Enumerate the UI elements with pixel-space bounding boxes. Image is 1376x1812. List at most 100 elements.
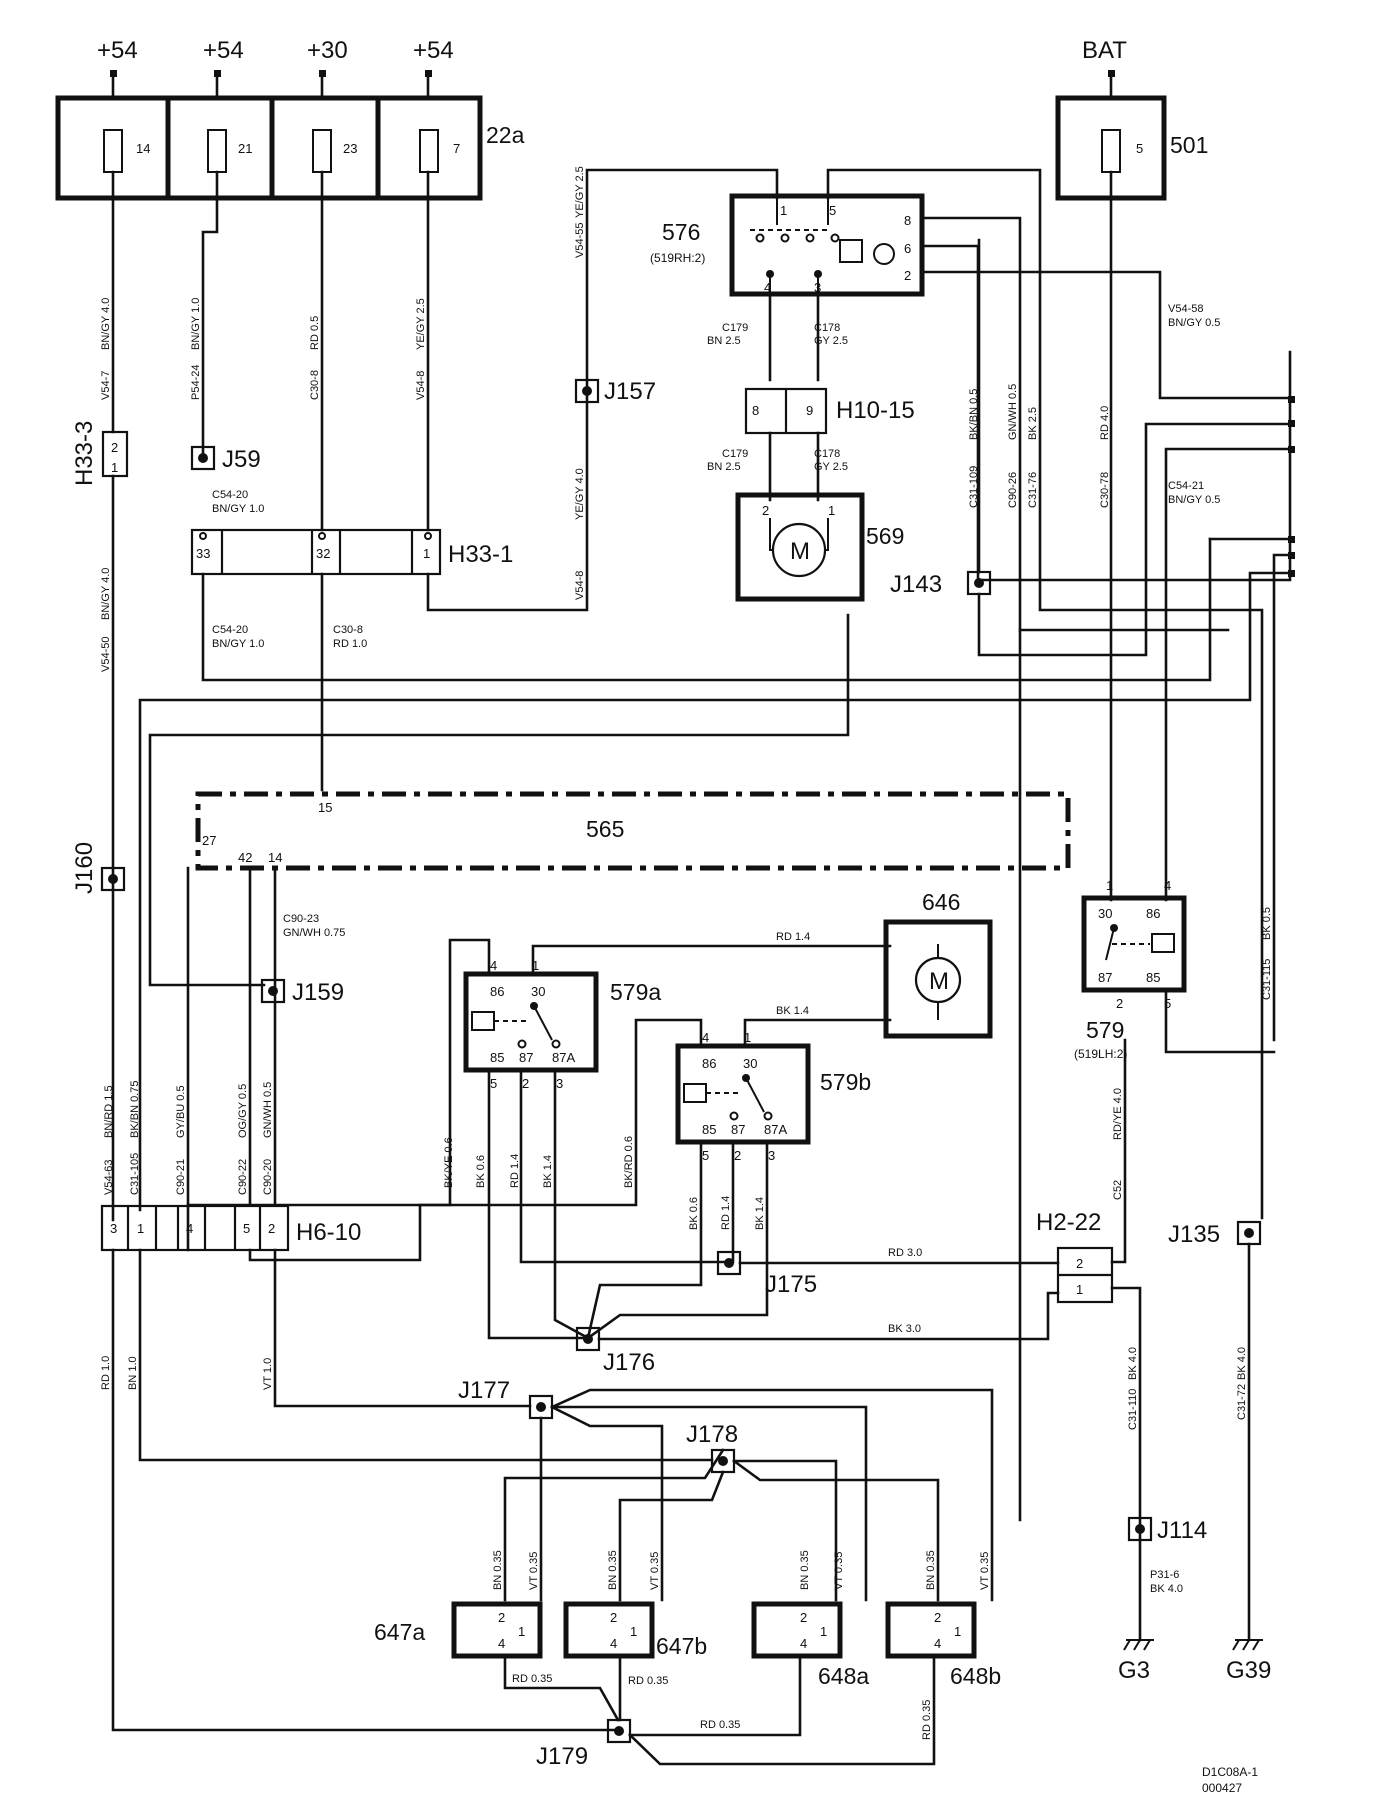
- svg-text:H6-10: H6-10: [296, 1219, 361, 1246]
- svg-text:2: 2: [498, 1610, 505, 1625]
- junction-j143: J143: [890, 238, 1292, 657]
- lamp-648a: 2 4 1 648a: [751, 1601, 869, 1689]
- svg-text:BK 0.6: BK 0.6: [475, 1155, 487, 1188]
- svg-text:BN 0.35: BN 0.35: [925, 1550, 937, 1590]
- svg-text:C178: C178: [814, 448, 840, 460]
- junction-j59: J59: [190, 445, 261, 473]
- svg-text:87A: 87A: [552, 1050, 575, 1065]
- svg-text:569: 569: [866, 523, 904, 549]
- svg-text:C52: C52: [1112, 1180, 1124, 1200]
- junction-j179: J179: [536, 1718, 632, 1770]
- svg-text:C90-26: C90-26: [1007, 472, 1019, 508]
- svg-text:6: 6: [904, 241, 911, 256]
- svg-text:5: 5: [243, 1221, 250, 1236]
- svg-text:C90-20: C90-20: [262, 1159, 274, 1195]
- svg-text:RD 1.4: RD 1.4: [776, 931, 810, 943]
- relay-576: 1 5 8 6 2 4 3 576 (519RH:2): [650, 193, 925, 297]
- svg-text:32: 32: [316, 546, 330, 561]
- svg-text:BN 2.5: BN 2.5: [707, 335, 741, 347]
- svg-text:4: 4: [490, 958, 497, 973]
- svg-text:5: 5: [1164, 996, 1171, 1011]
- svg-text:C30-8: C30-8: [309, 370, 321, 400]
- svg-text:BK 1.4: BK 1.4: [776, 1005, 809, 1017]
- svg-text:C30-8: C30-8: [333, 624, 363, 636]
- svg-text:1: 1: [820, 1624, 827, 1639]
- svg-text:BK/RD 0.6: BK/RD 0.6: [623, 1136, 635, 1188]
- svg-text:4: 4: [764, 280, 771, 295]
- svg-text:1: 1: [137, 1221, 144, 1236]
- svg-text:GN/WH 0.75: GN/WH 0.75: [283, 927, 345, 939]
- svg-text:BN 0.35: BN 0.35: [799, 1550, 811, 1590]
- svg-text:2: 2: [762, 503, 769, 518]
- svg-text:BN/GY 1.0: BN/GY 1.0: [190, 298, 202, 350]
- svg-text:C54-20: C54-20: [212, 489, 248, 501]
- svg-text:VT 1.0: VT 1.0: [262, 1358, 274, 1390]
- svg-text:BK 0.6: BK 0.6: [688, 1197, 700, 1230]
- svg-text:H33-1: H33-1: [448, 541, 513, 568]
- svg-text:42: 42: [238, 850, 252, 865]
- svg-text:14: 14: [268, 850, 282, 865]
- fuse-outputs: 2 1: [101, 170, 430, 1222]
- connector-h33-3-label: H33-3: [71, 421, 98, 486]
- relay-579b: 4 1 86 30 85 87 87A 5 2 3 579b: [675, 1030, 871, 1163]
- motor-646: M 646: [883, 889, 993, 1039]
- svg-text:C31-110: C31-110: [1127, 1389, 1139, 1430]
- svg-text:BN 1.0: BN 1.0: [127, 1356, 139, 1390]
- svg-text:G3: G3: [1118, 1657, 1150, 1684]
- svg-text:BN/GY 0.5: BN/GY 0.5: [1168, 494, 1220, 506]
- svg-text:GY 2.5: GY 2.5: [814, 461, 848, 473]
- svg-text:8: 8: [752, 403, 759, 418]
- fuse-21-label: 21: [238, 141, 252, 156]
- svg-text:V54-58: V54-58: [1168, 303, 1203, 315]
- svg-text:P31-6: P31-6: [1150, 1569, 1179, 1581]
- svg-text:BN 0.35: BN 0.35: [492, 1550, 504, 1590]
- svg-text:565: 565: [586, 816, 624, 842]
- supply-54-a: +54: [97, 37, 138, 64]
- svg-text:V54-50: V54-50: [100, 637, 112, 672]
- svg-text:85: 85: [490, 1050, 504, 1065]
- wires-576-h10-15-569: C179 BN 2.5 C178 GY 2.5 8 9 H10-15 C179 …: [707, 292, 915, 502]
- svg-text:2: 2: [934, 1610, 941, 1625]
- wire-labels-h6-10: V54-63 BN/RD 1.5 C31-105 BK/BN 0.75 C90-…: [103, 1081, 274, 1195]
- lamp-647a: 2 4 1 647a: [374, 1601, 543, 1659]
- svg-text:RD/YE 4.0: RD/YE 4.0: [1112, 1088, 1124, 1140]
- svg-text:30: 30: [743, 1056, 757, 1071]
- svg-text:C31-72: C31-72: [1236, 1384, 1248, 1420]
- svg-text:RD 3.0: RD 3.0: [888, 1247, 922, 1259]
- junction-j135: J135 C31-72 BK 4.0: [1168, 1220, 1262, 1642]
- svg-text:579a: 579a: [610, 979, 661, 1005]
- svg-text:87: 87: [1098, 970, 1112, 985]
- svg-text:85: 85: [702, 1122, 716, 1137]
- svg-text:2: 2: [268, 1221, 275, 1236]
- svg-text:C90-21: C90-21: [175, 1159, 187, 1195]
- svg-text:M: M: [929, 968, 949, 995]
- svg-text:2: 2: [734, 1148, 741, 1163]
- junction-j178: J178: [503, 1421, 940, 1602]
- svg-text:1: 1: [111, 460, 118, 475]
- svg-text:BK 3.0: BK 3.0: [888, 1323, 921, 1335]
- svg-text:576: 576: [662, 219, 700, 245]
- svg-text:C31-109: C31-109: [968, 466, 980, 508]
- svg-text:1: 1: [630, 1624, 637, 1639]
- svg-text:RD 0.35: RD 0.35: [512, 1673, 552, 1685]
- svg-text:1: 1: [744, 1030, 751, 1045]
- svg-text:BK 4.0: BK 4.0: [1150, 1583, 1183, 1595]
- svg-text:1: 1: [532, 958, 539, 973]
- svg-text:M: M: [790, 538, 810, 565]
- svg-text:1: 1: [423, 546, 430, 561]
- svg-text:GN/WH 0.5: GN/WH 0.5: [1007, 384, 1019, 440]
- svg-text:4: 4: [186, 1221, 193, 1236]
- svg-text:RD 1.0: RD 1.0: [333, 638, 367, 650]
- svg-text:BN/GY 1.0: BN/GY 1.0: [212, 638, 264, 650]
- svg-text:1: 1: [780, 203, 787, 218]
- svg-text:BK 4.0: BK 4.0: [1236, 1347, 1248, 1380]
- svg-text:33: 33: [196, 546, 210, 561]
- wire-labels-right: V54-58 BN/GY 0.5 C54-21 BN/GY 0.5 C31-10…: [968, 303, 1220, 508]
- svg-text:C179: C179: [722, 448, 748, 460]
- svg-text:H10-15: H10-15: [836, 397, 915, 424]
- svg-text:87: 87: [519, 1050, 533, 1065]
- svg-text:J157: J157: [604, 378, 656, 405]
- svg-text:C178: C178: [814, 322, 840, 334]
- wire-labels-579: C52 RD/YE 4.0 C31-115 BK 0.5: [1112, 907, 1273, 1200]
- junction-j160: J160: [71, 842, 126, 894]
